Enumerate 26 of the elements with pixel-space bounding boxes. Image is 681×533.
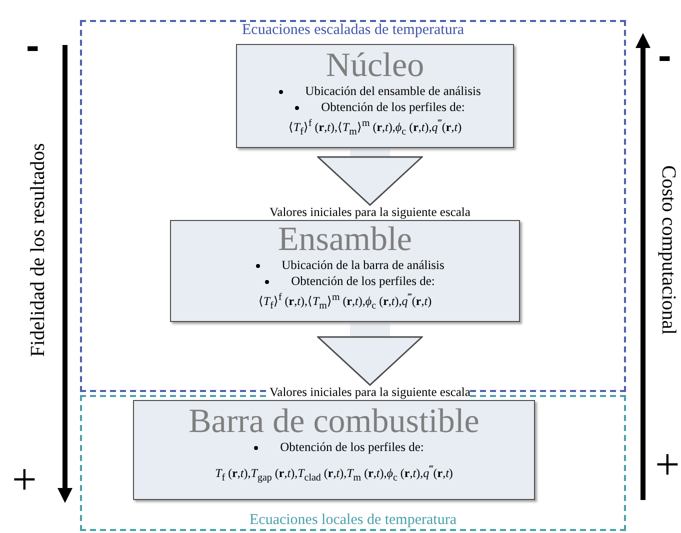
process-box	[170, 220, 520, 322]
formula: ⟨T$_{f}$⟩$^{f}$ (r,t),⟨T$_{m}$⟩$^{m}$ (r,t),ϕ$_{c}$ (r,t),q$^{‴}$(r,t)	[287, 117, 463, 140]
process-box	[236, 44, 514, 148]
box-heading: Núcleo	[324, 49, 426, 83]
region-title: Ecuaciones locales de temperatura	[248, 512, 458, 529]
axis-label: Fidelidad de los resultados	[28, 143, 48, 357]
bullet-item: Obtención de los perfiles de:	[134, 439, 534, 455]
minus-sign: -	[658, 36, 672, 76]
minus-sign: -	[26, 26, 40, 66]
bullet-item: Ubicación de la barra de análisis	[171, 257, 519, 273]
process-box	[133, 400, 535, 500]
plus-sign: +	[655, 443, 680, 487]
edge-label: Valores iniciales para la siguiente escala	[270, 206, 470, 219]
bullet-item: Ubicación del ensamble de análisis	[237, 83, 513, 99]
formula: T$_{f}$ (r,t),T$_{gap}$ (r,t),T$_{clad}$ (r,t),T$_{m}$ (r,t),ϕ$_{c}$ (r,t),q$^{‴}$(r,t)	[214, 463, 454, 486]
bullet-item: Obtención de los perfiles de:	[171, 273, 519, 289]
formula: ⟨T$_{f}$⟩$^{f}$ (r,t),⟨T$_{m}$⟩$^{m}$ (r,t),ϕ$_{c}$ (r,t),q$^{‴}$(r,t)	[257, 291, 433, 314]
plus-sign: +	[12, 458, 37, 502]
block-arrow	[317, 148, 423, 206]
box-heading: Ensamble	[276, 223, 414, 257]
region-title: Ecuaciones escaladas de temperatura	[241, 22, 465, 39]
bullet-item: Obtención de los perfiles de:	[237, 99, 513, 115]
block-arrow	[317, 322, 423, 386]
edge-label: Valores iniciales para la siguiente escala	[270, 386, 470, 399]
axis-label: Costo computacional	[658, 165, 678, 335]
box-heading: Barra de combustible	[188, 405, 480, 439]
